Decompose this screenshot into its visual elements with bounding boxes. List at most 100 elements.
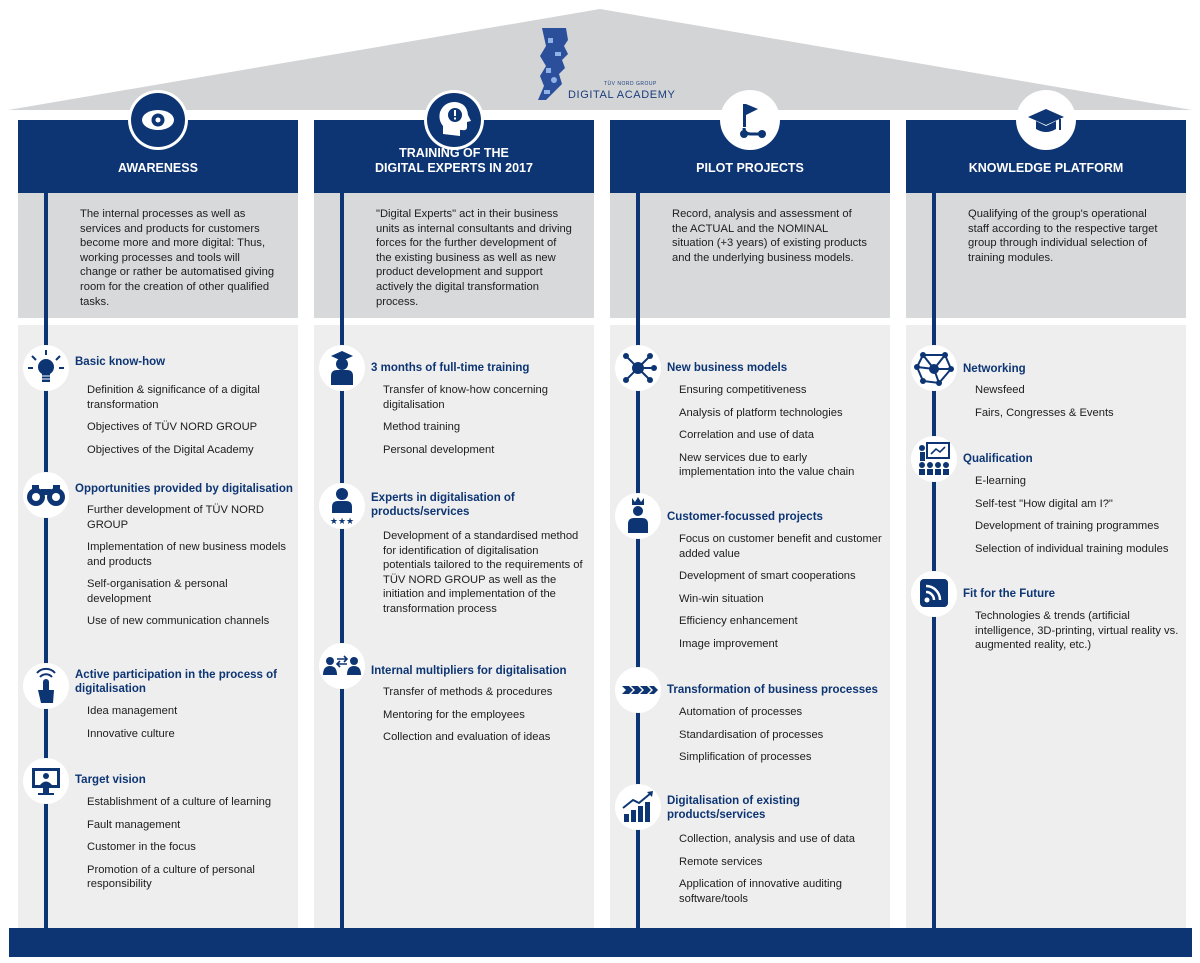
list-item: Customer in the focus <box>87 841 196 853</box>
column-description-box: Qualifying of the group's operational st… <box>906 193 1186 318</box>
column-title: KNOWLEDGE PLATFORM <box>968 161 1124 175</box>
list-item: Transfer of methods & procedures <box>383 686 553 698</box>
list-item: Correlation and use of data <box>679 429 814 441</box>
column-description: Qualifying of the group's operational st… <box>968 208 1158 264</box>
list-item: Objectives of the Digital Academy <box>87 443 254 456</box>
list-item: Transfer of know-how concerning digitali… <box>383 384 548 411</box>
column-title: AWARENESS <box>118 161 198 175</box>
head-exclamation-icon <box>424 90 484 150</box>
section-title: Digitalisation of existing products/serv… <box>667 795 800 821</box>
column-body <box>610 325 890 928</box>
column-body <box>906 325 1186 928</box>
list-item: E-learning <box>975 475 1026 487</box>
base-foundation <box>9 928 1192 957</box>
column-training: "Digital Experts" act in their business … <box>314 90 594 928</box>
expert-stars-icon: ★★★ <box>319 483 365 529</box>
list-item: Newsfeed <box>975 384 1025 396</box>
list-item: Development of training programmes <box>975 520 1160 532</box>
eye-icon <box>128 90 188 150</box>
logo-group-text: TÜV NORD GROUP <box>604 81 657 87</box>
list-item: Personal development <box>383 443 495 456</box>
crowned-person-icon <box>615 493 661 539</box>
list-item: Definition & significance of a digital t… <box>87 384 260 411</box>
column-timeline <box>340 193 344 928</box>
list-item: Development of smart cooperations <box>679 570 856 582</box>
column-description: "Digital Experts" act in their business … <box>376 208 572 308</box>
column-timeline <box>44 193 48 928</box>
list-item: Objectives of TÜV NORD GROUP <box>87 421 258 433</box>
growth-chart-icon <box>615 784 661 830</box>
process-arrows-icon <box>615 667 661 713</box>
column-awareness: The internal processes as well as servic… <box>18 90 298 928</box>
column-body <box>18 325 298 928</box>
exchange-people-icon <box>319 643 365 689</box>
column-description-box: The internal processes as well as servic… <box>18 193 298 318</box>
column-title: PILOT PROJECTS <box>696 161 804 175</box>
section-title: Opportunities provided by digitalisation <box>75 483 293 495</box>
column-header: KNOWLEDGE PLATFORM <box>906 90 1186 193</box>
mortarboard-icon <box>1016 90 1076 150</box>
list-item: Promotion of a culture of personal respo… <box>87 863 255 891</box>
section-title: Experts in digitalisation of products/se… <box>371 492 515 518</box>
section-title: Fit for the Future <box>963 588 1055 600</box>
list-item: Image improvement <box>679 637 778 650</box>
list-item: Application of innovative auditing softw… <box>679 878 842 905</box>
networking-icon <box>911 345 957 391</box>
lightbulb-icon <box>23 345 69 391</box>
list-item: Implementation of new business models an… <box>87 541 286 568</box>
section-title: Active participation in the process of d… <box>75 669 277 695</box>
section-title: Customer-focussed projects <box>667 511 823 523</box>
monitor-user-icon <box>23 758 69 804</box>
list-item: Standardisation of processes <box>679 728 824 741</box>
column-timeline <box>932 193 936 928</box>
list-item: Self-test "How digital am I?" <box>975 497 1113 510</box>
column-header: TRAINING OF THE DIGITAL EXPERTS IN 2017 <box>314 90 594 193</box>
list-item: Innovative culture <box>87 727 175 740</box>
list-item: Analysis of platform technologies <box>679 406 843 419</box>
section-title: Qualification <box>963 453 1033 465</box>
list-item: Self-organisation & personal development <box>87 578 228 605</box>
column-header: AWARENESS <box>18 90 298 193</box>
list-item: Selection of individual training modules <box>975 542 1169 555</box>
list-item: Method training <box>383 421 461 433</box>
touch-hand-icon <box>23 663 69 709</box>
svg-text:★★★: ★★★ <box>330 517 354 527</box>
logo-title: DIGITAL ACADEMY <box>568 89 676 101</box>
list-item: Remote services <box>679 855 763 868</box>
list-item: Further development of TÜV NORD GROUP <box>87 504 264 531</box>
list-item: Collection and evaluation of ideas <box>383 731 551 743</box>
list-item: Establishment of a culture of learning <box>87 796 272 808</box>
presentation-icon <box>911 436 957 482</box>
list-item: Mentoring for the employees <box>383 708 525 721</box>
column-description-box: "Digital Experts" act in their business … <box>314 193 594 318</box>
list-item: Win-win situation <box>679 592 764 605</box>
section-title: Internal multipliers for digitalisation <box>371 665 567 677</box>
list-item: Collection, analysis and use of data <box>679 833 856 845</box>
flag-path-icon <box>720 90 780 150</box>
list-item: Development of a standardised method for… <box>383 530 583 615</box>
list-item: Fairs, Congresses & Events <box>975 406 1114 419</box>
list-item: Technologies & trends (artificial intell… <box>975 610 1179 651</box>
column-header: PILOT PROJECTS <box>610 90 890 193</box>
graduate-icon <box>319 345 365 391</box>
column-pilot-projects: Record, analysis and assessment of the A… <box>610 90 890 928</box>
column-title: TRAINING OF THE DIGITAL EXPERTS IN 2017 <box>375 146 533 175</box>
column-description: Record, analysis and assessment of the A… <box>672 208 867 264</box>
rss-icon <box>911 571 957 617</box>
list-item: Ensuring competitiveness <box>679 384 807 396</box>
section-title: Basic know-how <box>75 356 166 368</box>
section-title: Transformation of business processes <box>667 684 878 696</box>
binoculars-icon <box>23 472 69 518</box>
list-item: Efficiency enhancement <box>679 615 798 627</box>
list-item: Use of new communication channels <box>87 615 270 627</box>
section-title: Target vision <box>75 774 146 786</box>
column-timeline <box>636 193 640 928</box>
column-description-box: Record, analysis and assessment of the A… <box>610 193 890 318</box>
list-item: New services due to early implementation… <box>679 451 855 479</box>
list-item: Idea management <box>87 705 178 717</box>
section-title: New business models <box>667 362 788 374</box>
logo-face-icon <box>538 28 568 100</box>
list-item: Focus on customer benefit and customer a… <box>679 533 882 560</box>
digital-academy-logo: TÜV NORD GROUP DIGITAL ACADEMY <box>534 28 675 103</box>
section-title: Networking <box>963 363 1026 375</box>
